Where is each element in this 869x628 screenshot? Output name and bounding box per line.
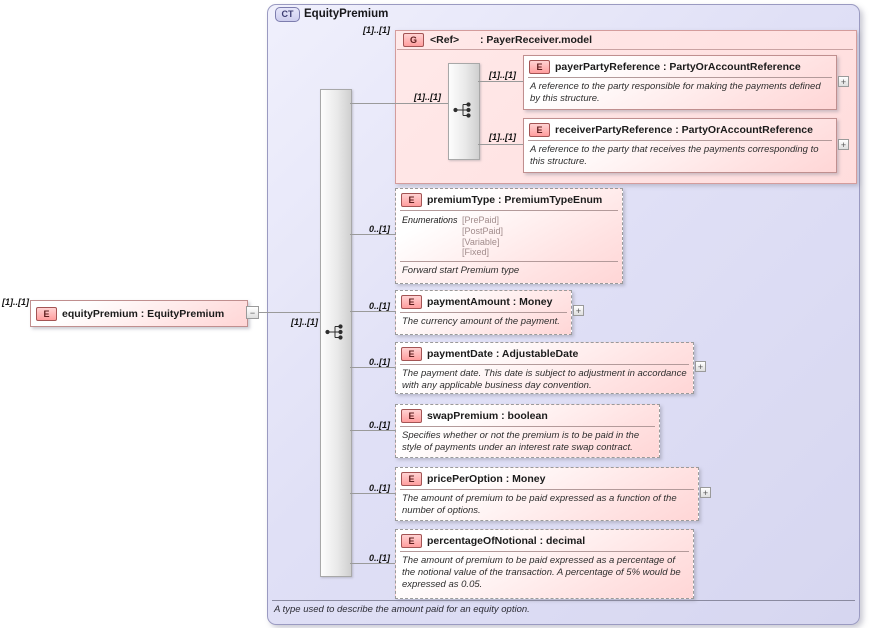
connector-line: [350, 430, 395, 431]
element-title: premiumType : PremiumTypeEnum: [427, 194, 603, 206]
cardinality-label: 0..[1]: [368, 553, 390, 563]
element-description: The payment date. This date is subject t…: [402, 368, 687, 391]
connector-line: [350, 493, 395, 494]
element-title: paymentAmount : Money: [427, 296, 553, 308]
element-description: A reference to the party responsible for…: [530, 81, 821, 104]
cardinality-label: [1]..[1]: [363, 25, 390, 35]
element-badge: E: [529, 123, 550, 137]
cardinality-label: 0..[1]: [368, 224, 390, 234]
element-description: Specifies whether or not the premium is …: [402, 430, 640, 453]
divider: [400, 551, 689, 552]
divider: [400, 426, 655, 427]
element-badge: E: [401, 472, 422, 486]
enumeration-value: [Variable]: [462, 236, 500, 247]
connector-line: [350, 311, 395, 312]
element-node-pricePerOption[interactable]: E pricePerOption : Money The amount of p…: [395, 467, 699, 521]
enumerations-label: Enumerations: [402, 215, 458, 225]
divider: [400, 489, 694, 490]
element-title: percentageOfNotional : decimal: [427, 535, 586, 547]
cardinality-label: 0..[1]: [368, 301, 390, 311]
expand-button[interactable]: +: [700, 487, 711, 498]
cardinality-label: [1]..[1]: [414, 92, 441, 102]
element-title: payerPartyReference : PartyOrAccountRefe…: [555, 61, 801, 73]
element-node-percentageOfNotional[interactable]: E percentageOfNotional : decimal The amo…: [395, 529, 694, 599]
cardinality-label: [1]..[1]: [489, 70, 516, 80]
expand-button[interactable]: +: [838, 76, 849, 87]
sequence-compositor[interactable]: [448, 63, 480, 160]
cardinality-label: 0..[1]: [368, 483, 390, 493]
expand-button[interactable]: +: [573, 305, 584, 316]
element-description: The amount of premium to be paid express…: [402, 493, 677, 516]
element-title: paymentDate : AdjustableDate: [427, 348, 579, 360]
cardinality-label: 0..[1]: [368, 357, 390, 367]
expand-button[interactable]: +: [695, 361, 706, 372]
enumeration-value: [Fixed]: [462, 247, 490, 258]
element-description: Forward start Premium type: [402, 265, 520, 277]
sequence-icon: [325, 324, 343, 340]
connector-line: [259, 312, 320, 313]
divider: [400, 261, 618, 263]
element-badge: E: [401, 295, 422, 309]
element-node-paymentAmount[interactable]: E paymentAmount : Money The currency amo…: [395, 290, 572, 335]
group-name: <Ref>: [430, 34, 460, 46]
element-badge: E: [401, 347, 422, 361]
sequence-icon: [453, 102, 471, 118]
element-description: A reference to the party that receives t…: [530, 144, 819, 167]
element-badge: E: [529, 60, 550, 74]
complextype-title: EquityPremium: [304, 8, 389, 20]
cardinality-label: 0..[1]: [368, 420, 390, 430]
divider: [400, 364, 689, 365]
element-badge: E: [401, 193, 422, 207]
element-node-paymentDate[interactable]: E paymentDate : AdjustableDate The payme…: [395, 342, 694, 394]
element-description: The currency amount of the payment.: [402, 316, 560, 327]
cardinality-label: [1]..[1]: [489, 132, 516, 142]
divider: [528, 77, 832, 78]
connector-line: [350, 103, 395, 104]
element-title: equityPremium : EquityPremium: [62, 307, 225, 320]
element-node-equityPremium[interactable]: E equityPremium : EquityPremium: [30, 300, 248, 327]
divider: [528, 140, 832, 141]
connector-line: [350, 367, 395, 368]
expand-button[interactable]: +: [838, 139, 849, 150]
element-title: pricePerOption : Money: [427, 473, 546, 485]
collapse-button[interactable]: −: [246, 306, 259, 319]
element-node-swapPremium[interactable]: E swapPremium : boolean Specifies whethe…: [395, 404, 660, 458]
complextype-annotation: A type used to describe the amount paid …: [274, 604, 530, 615]
connector-line: [395, 103, 448, 104]
element-node-premiumType[interactable]: E premiumType : PremiumTypeEnum Enumerat…: [395, 188, 623, 284]
enumeration-value: [PrePaid]: [462, 215, 500, 225]
group-title: G <Ref> : PayerReceiver.model: [403, 33, 592, 47]
divider: [272, 600, 855, 601]
divider: [400, 210, 618, 211]
enumeration-value: [PostPaid]: [462, 225, 504, 236]
connector-line: [478, 81, 523, 82]
cardinality-label: [1]..[1]: [291, 317, 318, 327]
element-badge: E: [401, 534, 422, 548]
element-node-receiverPartyReference[interactable]: E receiverPartyReference : PartyOrAccoun…: [523, 118, 837, 173]
group-type: : PayerReceiver.model: [480, 34, 593, 46]
enumerations-block: Enumerations [PrePaid] [PostPaid] [Varia…: [396, 211, 622, 261]
element-badge: E: [36, 306, 57, 321]
complextype-badge: CT: [275, 7, 300, 22]
connector-line: [478, 144, 523, 145]
element-node-payerPartyReference[interactable]: E payerPartyReference : PartyOrAccountRe…: [523, 55, 837, 110]
element-description: The amount of premium to be paid express…: [402, 555, 681, 590]
connector-line: [350, 563, 395, 564]
sequence-compositor[interactable]: [320, 89, 352, 577]
connector-line: [350, 234, 395, 235]
element-title: swapPremium : boolean: [427, 410, 548, 422]
cardinality-label: [1]..[1]: [2, 297, 29, 307]
element-title: receiverPartyReference : PartyOrAccountR…: [555, 124, 813, 136]
element-badge: E: [401, 409, 422, 423]
divider: [397, 49, 853, 50]
divider: [400, 312, 567, 313]
group-badge: G: [403, 33, 424, 47]
